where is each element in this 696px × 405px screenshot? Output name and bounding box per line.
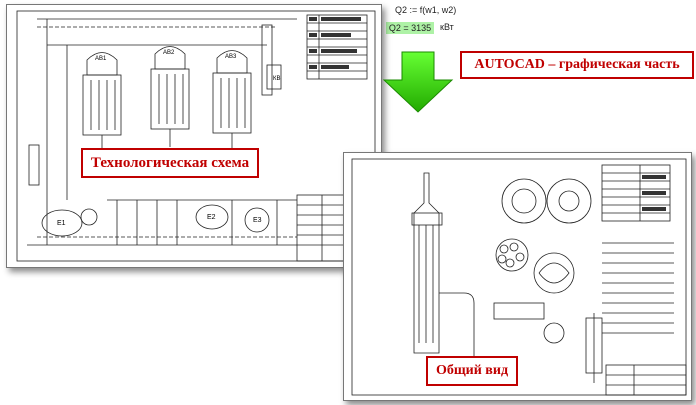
scheme-vessel-label: Е1 <box>57 220 66 227</box>
formula-expression: Q2 := f(w1, w2) <box>395 5 457 15</box>
scheme-vessel-label: Е2 <box>207 214 216 221</box>
scheme-unit-label: КВ <box>273 76 281 82</box>
formula-result: Q2 = 3135 <box>386 22 434 34</box>
scheme-unit-label: АВ3 <box>225 54 237 60</box>
autocad-label: AUTOCAD – графическая часть <box>460 51 694 79</box>
formula-unit: кВт <box>440 22 454 32</box>
technological-scheme-label: Технологическая схема <box>81 148 259 178</box>
scheme-unit-label: АВ1 <box>95 56 107 62</box>
arrow-down-icon <box>382 51 454 113</box>
general-view-label: Общий вид <box>426 356 518 386</box>
scheme-vessel-label: Е3 <box>253 217 262 224</box>
scheme-unit-label: АВ2 <box>163 50 175 56</box>
general-view-drawing <box>351 158 687 396</box>
